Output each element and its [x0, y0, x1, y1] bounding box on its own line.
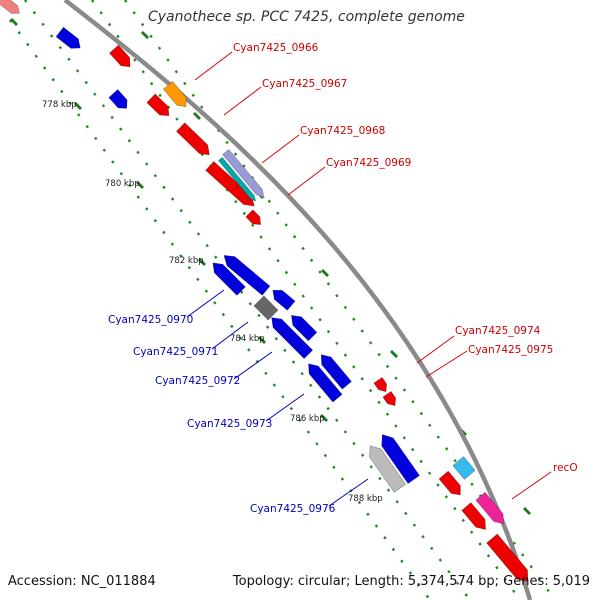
gene-arrow-cyan7425-0967[interactable]	[146, 93, 173, 120]
gene-arrow-cyan7425-0972[interactable]	[267, 313, 314, 360]
leader-cyan7425-0975	[425, 350, 468, 378]
leader-cyan7425-0969	[287, 166, 326, 196]
gene-arrow-cyan7425-0975[interactable]	[382, 390, 399, 408]
leader-cyan7425-0971	[211, 321, 249, 350]
gene-arrow-blue-b[interactable]	[108, 89, 131, 113]
gene-arrow-cyan7425-0966[interactable]	[109, 44, 135, 71]
track-tick-mark-5	[390, 350, 398, 358]
gene-arrow-partial-top-left[interactable]	[0, 0, 23, 17]
track-tick-mark-2	[193, 112, 201, 120]
gene-arrow-cyan7425-0976[interactable]	[364, 442, 407, 493]
gene-arrow-cyan7425-0971[interactable]	[253, 295, 279, 321]
leader-cyan7425-0967	[223, 86, 262, 116]
gene-label-cyan7425-0970[interactable]: Cyan7425_0970	[108, 314, 193, 326]
dotted-tracks	[9, 0, 556, 600]
gene-arrow-lavender-1[interactable]	[222, 149, 268, 200]
dotted-track-1	[9, 19, 431, 600]
track-tick-mark-13	[320, 414, 328, 422]
gene-label-cyan7425-0973[interactable]: Cyan7425_0973	[187, 418, 272, 430]
track-tick-mark-7	[523, 507, 531, 515]
leader-cyan7425-0974	[416, 335, 455, 364]
gene-label-cyan7425-0968[interactable]: Cyan7425_0968	[300, 125, 385, 137]
kbp-ticks: 778 kbp 780 kbp 782 kbp 784 kbp 786 kbp …	[42, 100, 383, 504]
gene-label-cyan7425-0966[interactable]: Cyan7425_0966	[233, 42, 319, 54]
gene-arrow-red-h[interactable]	[461, 502, 490, 534]
track-tick-mark-10	[136, 181, 144, 189]
kbp-label-778: 778 kbp	[42, 100, 77, 110]
gene-arrow-cyan7425-0974[interactable]	[373, 376, 390, 394]
track-tick-mark-12	[258, 336, 266, 344]
track-tick-mark-1	[141, 31, 149, 39]
dotted-track-2	[24, 0, 471, 600]
gene-label-cyan7425-0975[interactable]: Cyan7425_0975	[468, 344, 553, 356]
gene-arrow-blue-e[interactable]	[287, 311, 318, 342]
track-tick-mark-8	[10, 18, 18, 26]
gene-label-cyan7425-0974[interactable]: Cyan7425_0974	[455, 325, 541, 337]
genome-backbone	[63, 0, 533, 600]
kbp-label-782: 782 kbp	[169, 256, 204, 266]
leader-cyan7425-0966	[194, 51, 233, 81]
gene-labels: Cyan7425_0966 Cyan7425_0967 Cyan7425_096…	[108, 42, 578, 515]
gene-arrow-cyan7425-0973[interactable]	[304, 360, 343, 403]
leader-cyan7425-0972	[233, 351, 273, 380]
gene-arrow-blue-a[interactable]	[55, 26, 84, 52]
leader-cyan7425-0970	[186, 289, 225, 318]
track-tick-mark-9	[74, 102, 82, 110]
gene-arrow-teal-1[interactable]	[217, 156, 257, 202]
gene-arrow-red-small[interactable]	[245, 209, 264, 228]
kbp-label-784: 784 kbp	[230, 334, 265, 344]
leader-cyan7425-0973	[265, 393, 305, 422]
map-title: Cyanothece sp. PCC 7425, complete genome	[148, 9, 465, 25]
leader-cyan7425-0968	[261, 134, 300, 164]
gene-arrow-red-g[interactable]	[438, 470, 465, 499]
gene-label-cyan7425-0969[interactable]: Cyan7425_0969	[326, 157, 411, 169]
gene-arrow-red-i[interactable]	[486, 533, 534, 586]
label-leader-lines	[186, 51, 552, 507]
gene-label-reco[interactable]: recO	[553, 462, 578, 474]
gene-label-cyan7425-0976[interactable]: Cyan7425_0976	[250, 503, 336, 515]
gene-label-cyan7425-0967[interactable]: Cyan7425_0967	[262, 78, 347, 90]
topology-text: Topology: circular; Length: 5,374,574 bp…	[232, 574, 590, 589]
gene-arrow-cyan7425-0968[interactable]	[176, 122, 213, 159]
gene-arrow-blue-c[interactable]	[209, 259, 246, 296]
gene-arrow-blue-g[interactable]	[376, 430, 420, 484]
gene-arrow-orange[interactable]	[162, 80, 190, 110]
leader-reco	[511, 471, 552, 500]
gene-label-cyan7425-0971[interactable]: Cyan7425_0971	[133, 346, 218, 358]
accession-text: Accession: NC_011884	[8, 574, 156, 589]
track-tick-mark-11	[198, 258, 206, 266]
gene-arrow-blue-d[interactable]	[269, 286, 296, 311]
kbp-label-780: 780 kbp	[105, 179, 140, 189]
leader-cyan7425-0976	[328, 478, 369, 507]
gene-label-cyan7425-0972[interactable]: Cyan7425_0972	[155, 375, 240, 387]
gene-arrow-cyan7425-0970[interactable]	[220, 251, 271, 296]
kbp-label-786: 786 kbp	[290, 414, 325, 424]
gene-arrow-reco[interactable]	[475, 491, 508, 527]
gene-arrow-sky-blue[interactable]	[452, 456, 476, 480]
gene-features	[0, 0, 534, 586]
track-tick-mark-4	[321, 269, 329, 277]
kbp-label-788: 788 kbp	[348, 494, 383, 504]
gene-arrow-blue-f[interactable]	[317, 351, 352, 390]
